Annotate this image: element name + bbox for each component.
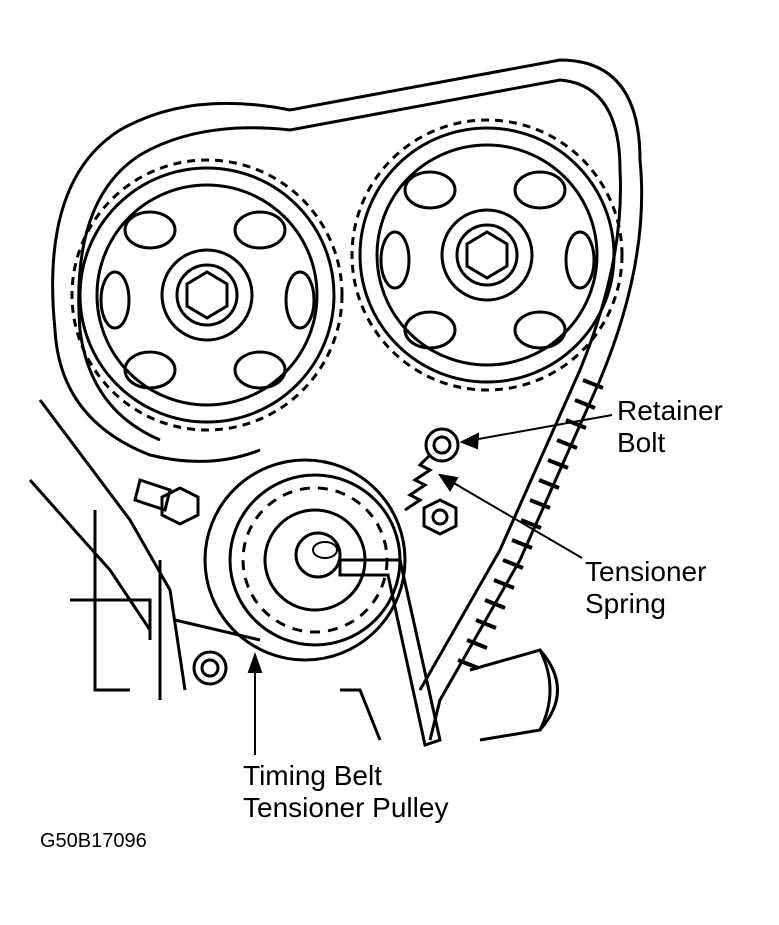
left-camshaft-sprocket — [70, 158, 344, 432]
engine-block — [28, 399, 559, 742]
figure-id: G50B17096 — [40, 830, 147, 852]
leader-lines — [247, 414, 613, 755]
belt-teeth-right — [457, 378, 604, 670]
tensioner-pulley-label-line1: Timing Belt — [243, 760, 383, 791]
retainer-bolt-head — [424, 427, 460, 463]
nut — [422, 498, 458, 536]
retainer-bolt-label-line1: Retainer — [617, 395, 723, 426]
tensioner-spring-label-line2: Spring — [585, 588, 666, 619]
allen-key — [338, 558, 442, 747]
tensioner-pulley-label-line2: Tensioner Pulley — [243, 792, 449, 823]
tensioner-spring-label-line1: Tensioner — [585, 556, 707, 587]
tensioner-assembly — [133, 427, 460, 747]
bolt-head-left — [160, 486, 200, 526]
bolt-head-lower — [192, 650, 228, 686]
retainer-bolt-label-line2: Bolt — [617, 427, 666, 458]
right-camshaft-sprocket — [350, 118, 624, 392]
tensioner-spring-coil — [404, 453, 433, 512]
